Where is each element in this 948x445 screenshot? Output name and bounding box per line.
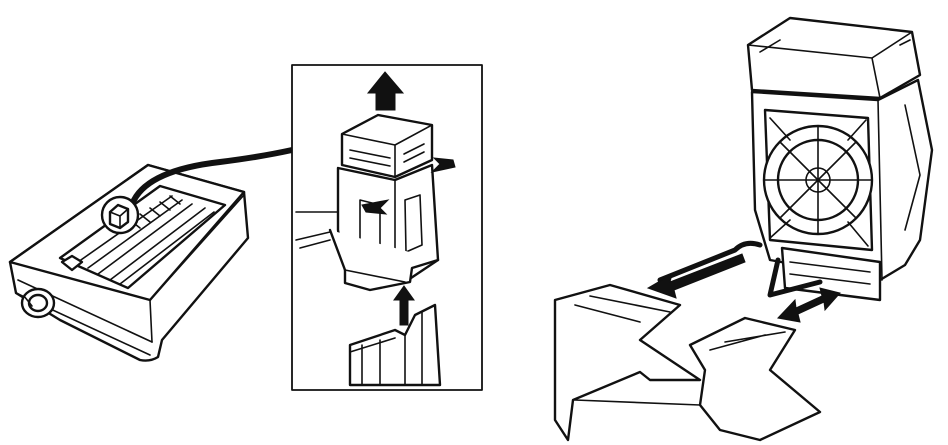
- double-arrow-disconnect: [777, 287, 841, 323]
- print-head-cable-illustration: [553, 16, 934, 442]
- print-head-cap: [746, 16, 922, 100]
- carriage-rail-detail: [348, 303, 442, 387]
- carriage-block: [108, 203, 130, 230]
- pull-arrow-left: [646, 253, 746, 299]
- paper-lever: [60, 254, 84, 272]
- cable-leader-line: [657, 240, 763, 283]
- vent-grille: [762, 108, 874, 252]
- squeeze-arrow-right: [430, 157, 456, 173]
- carriage-detail-inset: [291, 64, 483, 391]
- ribbon-cable-lower: [688, 316, 822, 442]
- callout-leader-line: [131, 147, 295, 203]
- lift-arrow: [366, 71, 405, 111]
- ribbon-cable-upper: [553, 283, 702, 442]
- printer-illustration: [8, 147, 295, 362]
- insert-arrow: [393, 285, 415, 326]
- squeeze-arrow-left: [361, 199, 390, 215]
